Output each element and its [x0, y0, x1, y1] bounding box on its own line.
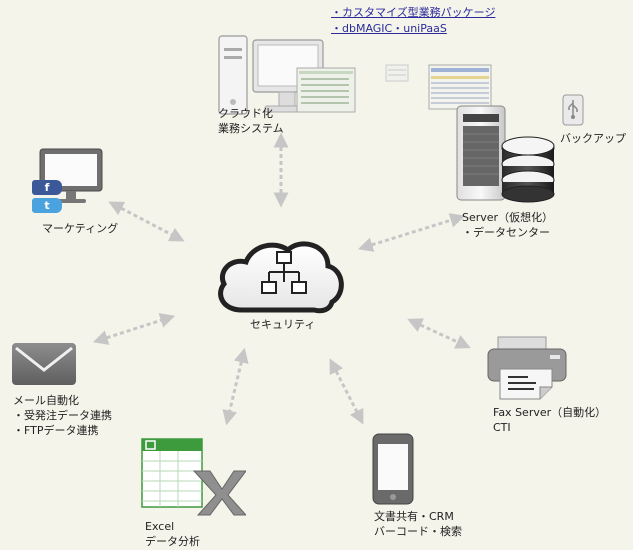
arrow-top-left: [108, 201, 185, 242]
network-hierarchy-icon: [261, 251, 307, 294]
tablet-label-1: 文書共有・CRM: [374, 510, 454, 523]
mail-label-3: ・FTPデータ連携: [13, 424, 99, 437]
server-label-1: Server（仮想化）: [462, 211, 554, 224]
fax-label-2: CTI: [493, 421, 511, 434]
screen-thumbnail-small: [385, 64, 409, 82]
security-label: セキュリティ: [250, 318, 316, 331]
screen-thumbnail: [428, 64, 492, 110]
server-icon: [456, 105, 555, 203]
excel-icon: [141, 438, 246, 516]
facebook-icon[interactable]: f: [32, 180, 62, 195]
fax-printer-icon: [487, 336, 567, 400]
desktop-computer-icon: [218, 35, 356, 115]
mail-label-2: ・受発注データ連携: [13, 409, 112, 422]
tablet-label-2: バーコード・検索: [374, 525, 462, 538]
marketing-label: マーケティング: [42, 222, 119, 235]
arrow-bottom-left: [222, 347, 249, 426]
cloud-network-icon: [218, 241, 344, 314]
dbmagic-link[interactable]: ・dbMAGIC・uniPaaS: [331, 22, 447, 35]
excel-label-1: Excel: [145, 520, 175, 533]
envelope-icon: [12, 343, 76, 385]
arrow-top-right: [357, 213, 466, 252]
database-icon: [501, 136, 555, 203]
arrow-left: [92, 313, 176, 345]
arrow-right: [407, 318, 471, 349]
usb-drive-icon: [562, 94, 584, 126]
arrow-bottom-right: [329, 358, 364, 425]
tablet-icon: [372, 433, 414, 505]
backup-label: バックアップ: [560, 132, 626, 145]
cloud-system-label-2: 業務システム: [218, 122, 284, 135]
twitter-icon[interactable]: t: [32, 198, 62, 213]
fax-label-1: Fax Server（自動化）: [493, 406, 607, 419]
cloud-system-label-1: クラウド化: [218, 107, 273, 120]
mail-label-1: メール自動化: [13, 394, 79, 407]
excel-label-2: データ分析: [145, 535, 200, 548]
server-label-2: ・データセンター: [462, 226, 550, 239]
package-link[interactable]: ・カスタマイズ型業務パッケージ: [331, 6, 496, 19]
app-screenshot-thumbnail: [296, 67, 356, 113]
